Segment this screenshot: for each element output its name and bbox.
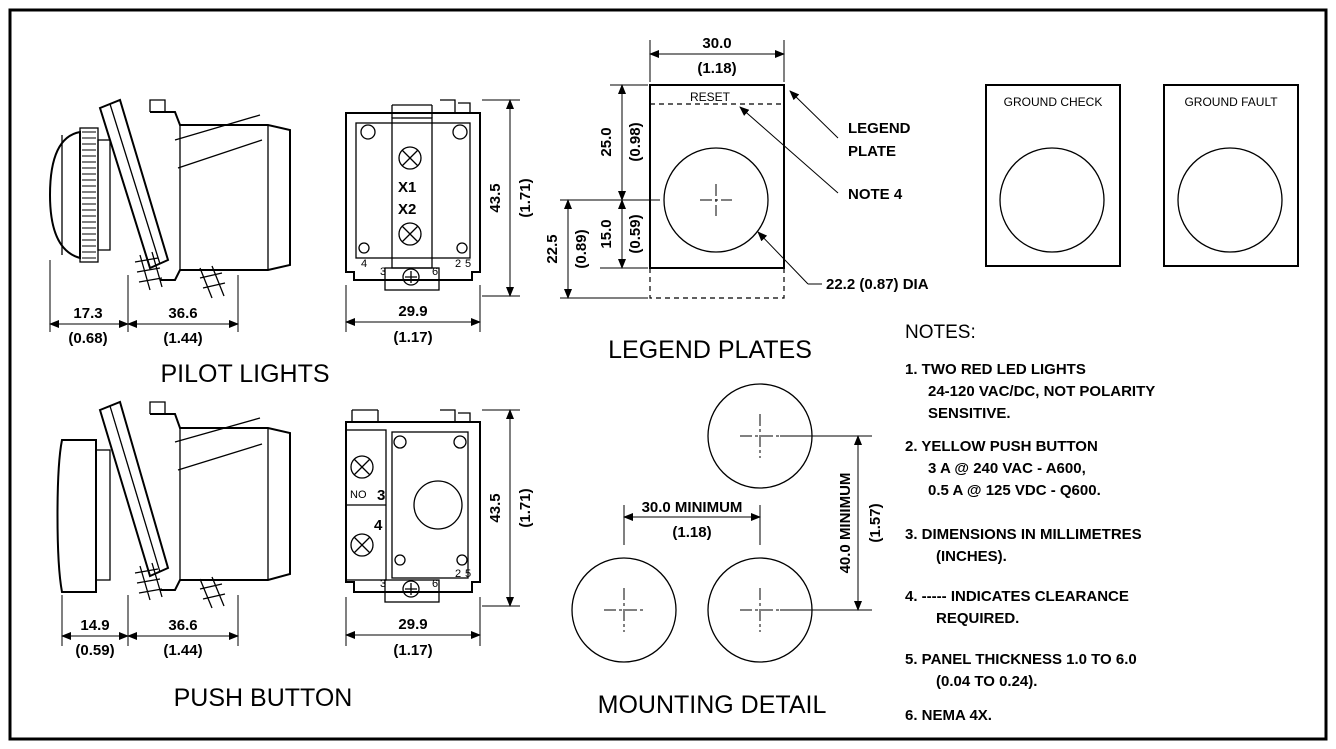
pilot-side-dim-1-in: (0.68) [68,330,107,347]
push-rear-label-5: 5 [465,568,471,580]
pilot-rear-width-in: (1.17) [393,329,432,346]
pilot-side-dim-2: 36.6 [168,305,197,322]
note-1-line-2: 24-120 VAC/DC, NOT POLARITY [928,383,1155,400]
push-mount-screws [134,562,226,609]
legend-width-in: (1.18) [697,60,736,77]
pilot-side-dim-1: 17.3 [73,305,102,322]
pilot-terminal-x2: X2 [398,201,416,218]
note-2-line-1: 2. YELLOW PUSH BUTTON [905,438,1098,455]
legend-top-height: 25.0 [598,127,615,156]
push-button-rear-view: NO 3 4 3 6 2 5 29.9 (1.17) 43.5 (1.71) [345,409,534,659]
pilot-rear-height: 43.5 [487,183,504,212]
example-plate-ground-fault: GROUND FAULT [1163,84,1299,267]
mounting-horizontal-min-in: (1.18) [672,524,711,541]
push-button-side-view: 14.9 (0.59) 36.6 (1.44) [56,400,291,659]
note-2-line-2: 3 A @ 240 VAC - A600, [928,460,1086,477]
push-side-dim-2-in: (1.44) [163,642,202,659]
push-side-dim-1: 14.9 [80,617,109,634]
plate-ground-fault-label: GROUND FAULT [1184,95,1278,109]
mounting-vertical-min-in: (1.57) [867,503,884,542]
pilot-rear-label-3: 3 [380,266,386,278]
pilot-rear-label-6: 6 [432,266,438,278]
legend-width: 30.0 [702,35,731,52]
pilot-lights-rear-view: X1 X2 4 3 6 2 5 29.9 (1.17) 43.5 (1.71) [345,99,534,346]
push-contact-no: NO [350,489,367,501]
note-2-line-3: 0.5 A @ 125 VDC - Q600. [928,482,1101,499]
note-1-line-1: 1. TWO RED LED LIGHTS [905,361,1086,378]
push-button-title: PUSH BUTTON [174,684,353,712]
legend-plate-label-1: LEGEND [848,120,911,137]
push-side-dim-1-in: (0.59) [75,642,114,659]
pilot-rear-width: 29.9 [398,303,427,320]
push-rear-width-in: (1.17) [393,642,432,659]
legend-center-height-in: (0.59) [627,214,644,253]
legend-center-height: 15.0 [598,219,615,248]
push-rear-label-3: 3 [380,578,386,590]
note-1-line-3: SENSITIVE. [928,405,1011,422]
pilot-rear-label-5: 5 [465,258,471,270]
legend-note-ref: NOTE 4 [848,186,903,203]
notes-block: NOTES: 1. TWO RED LED LIGHTS 24-120 VAC/… [905,322,1155,724]
legend-plate-drawing: RESET 30.0 (1.18) 25.0 (0.98) 15.0 (0.59… [544,35,929,299]
mounting-detail-title: MOUNTING DETAIL [598,691,827,719]
pilot-lights-side-view: 17.3 (0.68) 36.6 (1.44) [48,98,291,347]
push-rear-label-6: 6 [432,578,438,590]
pilot-rear-height-in: (1.71) [517,178,534,217]
note-5-line-2: (0.04 TO 0.24). [936,673,1037,690]
legend-total-height-in: (0.89) [573,229,590,268]
mounting-detail-drawing: 30.0 MINIMUM (1.18) 40.0 MINIMUM (1.57) [571,383,884,663]
mounting-vertical-min: 40.0 MINIMUM [837,473,854,574]
pilot-rear-label-2: 2 [455,258,461,270]
push-rear-label-2: 2 [455,568,461,580]
legend-plates-title: LEGEND PLATES [608,336,812,364]
plate-ground-check-label: GROUND CHECK [1004,95,1103,109]
pilot-mount-screws [134,251,226,299]
note-3-line-1: 3. DIMENSIONS IN MILLIMETRES [905,526,1142,543]
push-rear-height: 43.5 [487,493,504,522]
pilot-side-dim-2-in: (1.44) [163,330,202,347]
legend-total-height: 22.5 [544,234,561,263]
legend-reset-label: RESET [690,90,731,104]
note-3-line-2: (INCHES). [936,548,1007,565]
push-rear-width: 29.9 [398,616,427,633]
drawing-border [8,8,1328,741]
note-6-line-1: 6. NEMA 4X. [905,707,992,724]
push-contact-3: 3 [377,487,385,504]
push-contact-4: 4 [374,517,383,534]
pilot-terminal-x1: X1 [398,179,416,196]
note-4-line-2: REQUIRED. [936,610,1019,627]
push-side-dim-2: 36.6 [168,617,197,634]
mounting-horizontal-min: 30.0 MINIMUM [642,499,743,516]
note-4-line-1: 4. ----- INDICATES CLEARANCE [905,588,1129,605]
note-5-line-1: 5. PANEL THICKNESS 1.0 TO 6.0 [905,651,1137,668]
legend-top-height-in: (0.98) [627,122,644,161]
notes-heading: NOTES: [905,322,976,343]
example-plate-ground-check: GROUND CHECK [985,84,1121,267]
push-rear-height-in: (1.71) [517,488,534,527]
legend-plate-label-2: PLATE [848,143,896,160]
pilot-rear-label-4: 4 [361,258,367,270]
pilot-bezel-knurl [82,131,96,259]
legend-diameter: 22.2 (0.87) DIA [826,276,929,293]
pilot-lights-title: PILOT LIGHTS [160,360,329,388]
